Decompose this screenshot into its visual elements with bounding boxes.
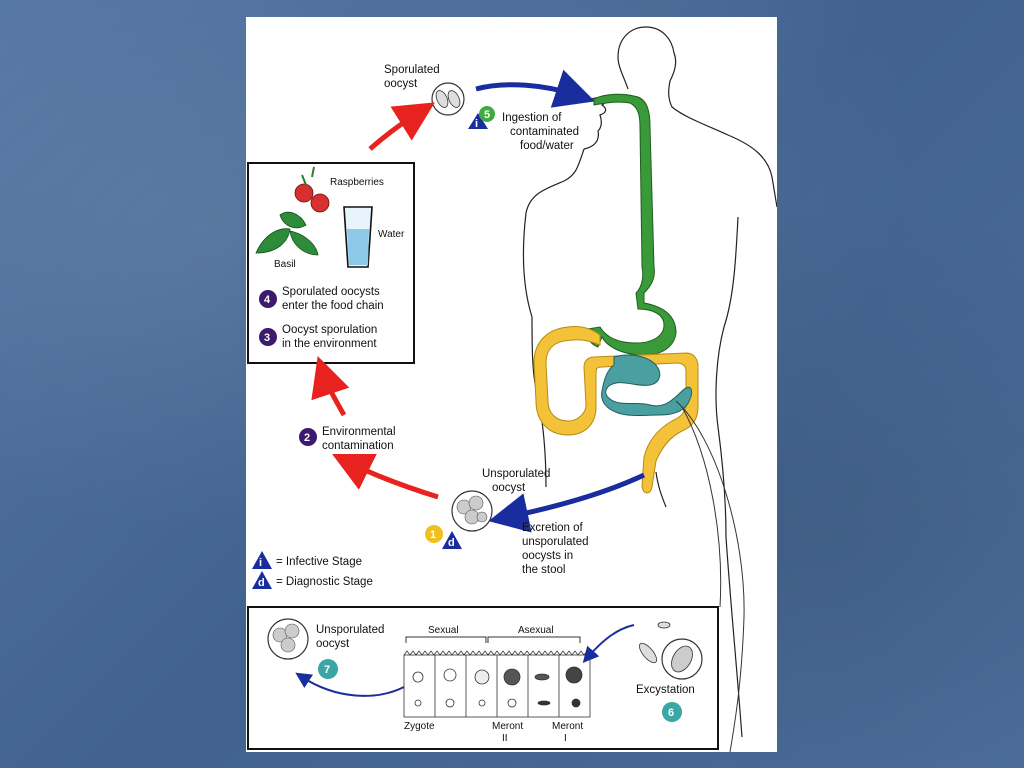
inner-unsporulated-label-2: oocyst bbox=[316, 638, 350, 650]
zoom-line bbox=[675, 400, 745, 753]
step-4-badge bbox=[259, 290, 277, 308]
diagnostic-stage-badge: d bbox=[442, 531, 462, 549]
legend-diagnostic-icon bbox=[252, 571, 272, 589]
svg-text:3: 3 bbox=[264, 332, 270, 344]
sporulated-oocyst-label-1: Sporulated bbox=[384, 64, 440, 76]
step-3-badge bbox=[259, 328, 277, 346]
red-arrow-top bbox=[368, 102, 435, 151]
excystation-icon bbox=[638, 621, 703, 680]
raspberries-label: Raspberries bbox=[330, 177, 384, 188]
food-box: Raspberries Basil Water 4 Sporulated ooc… bbox=[247, 162, 415, 364]
excretion-label-1: Excretion of bbox=[522, 522, 584, 534]
step-4-label-2: enter the food chain bbox=[282, 300, 384, 312]
legend: i = Infective Stage d = Diagnostic Stage bbox=[252, 551, 373, 589]
esophagus-stomach bbox=[586, 93, 677, 356]
basil-icon bbox=[255, 211, 319, 256]
sexual-label: Sexual bbox=[428, 625, 459, 636]
legend-infective-icon bbox=[252, 551, 272, 569]
zygote-label: Zygote bbox=[404, 721, 435, 732]
step-3-label-2: in the environment bbox=[282, 338, 377, 350]
red-arrow-up bbox=[311, 356, 350, 417]
intestinal-stages-box: Unsporulated oocyst 7 Sexual Asexual bbox=[247, 606, 719, 750]
svg-text:1: 1 bbox=[430, 529, 436, 541]
svg-text:2: 2 bbox=[304, 432, 310, 444]
step-2-badge bbox=[299, 428, 317, 446]
inner-unsporulated-label-1: Unsporulated bbox=[316, 624, 384, 636]
excretion-label-2: unsporulated bbox=[522, 536, 589, 548]
step-7-badge bbox=[318, 659, 338, 679]
infective-stage-badge: i bbox=[468, 113, 488, 130]
diagram-panel: Sporulated oocyst i 5 Ingestion of conta… bbox=[246, 17, 778, 753]
svg-text:d: d bbox=[448, 537, 455, 549]
water-glass-icon bbox=[343, 206, 373, 268]
arrow-excretion bbox=[488, 472, 646, 533]
basil-label: Basil bbox=[274, 259, 296, 270]
meront2-label-1: Meront bbox=[492, 721, 523, 732]
svg-text:6: 6 bbox=[668, 707, 674, 719]
unsporulated-oocyst-icon bbox=[451, 490, 493, 532]
excretion-label-4: the stool bbox=[522, 564, 565, 576]
arrow-excystation bbox=[582, 624, 635, 664]
svg-text:4: 4 bbox=[264, 294, 271, 306]
asexual-label: Asexual bbox=[518, 625, 554, 636]
sporulated-oocyst-label-2: oocyst bbox=[384, 78, 418, 90]
raspberries-icon bbox=[294, 166, 330, 213]
environmental-label-2: contamination bbox=[322, 440, 394, 452]
svg-text:i: i bbox=[259, 557, 262, 569]
epithelial-cells bbox=[403, 650, 597, 718]
small-intestine bbox=[601, 354, 693, 416]
excretion-label-3: oocysts in bbox=[522, 550, 573, 562]
meront1-label-1: Meront bbox=[552, 721, 583, 732]
water-label: Water bbox=[378, 229, 405, 240]
ingestion-label-3: food/water bbox=[520, 140, 574, 152]
meront1-label-2: I bbox=[564, 733, 567, 744]
ingestion-label-2: contaminated bbox=[510, 126, 579, 138]
environmental-label-1: Environmental bbox=[322, 426, 396, 438]
step-4-label-1: Sporulated oocysts bbox=[282, 286, 380, 298]
ingestion-label-1: Ingestion of bbox=[502, 112, 562, 124]
svg-text:i: i bbox=[475, 118, 478, 130]
svg-text:5: 5 bbox=[484, 109, 490, 121]
unsporulated-label-1: Unsporulated bbox=[482, 468, 550, 480]
svg-text:7: 7 bbox=[324, 664, 330, 676]
human-body-outline bbox=[522, 26, 778, 738]
step-6-badge bbox=[662, 702, 682, 722]
large-intestine bbox=[533, 326, 699, 494]
arrow-to-inner-oocyst bbox=[295, 672, 405, 697]
unsporulated-label-2: oocyst bbox=[492, 482, 526, 494]
cyclospora-life-cycle-diagram: Sporulated oocyst i 5 Ingestion of conta… bbox=[247, 26, 778, 753]
step-5-badge: 5 bbox=[479, 106, 495, 122]
sporulated-oocyst-icon bbox=[431, 82, 465, 116]
excystation-label: Excystation bbox=[636, 684, 695, 696]
step-3-label-1: Oocyst sporulation bbox=[282, 324, 377, 336]
legend-infective-label: = Infective Stage bbox=[276, 556, 362, 568]
legend-diagnostic-label: = Diagnostic Stage bbox=[276, 576, 373, 588]
red-arrow-left bbox=[332, 454, 439, 500]
step-1-badge bbox=[425, 525, 443, 543]
svg-text:d: d bbox=[258, 577, 265, 589]
arrow-to-mouth bbox=[475, 69, 595, 108]
zoom-line-2 bbox=[681, 406, 722, 608]
inner-unsporulated-oocyst-icon bbox=[267, 618, 309, 660]
meront2-label-2: II bbox=[502, 733, 508, 744]
